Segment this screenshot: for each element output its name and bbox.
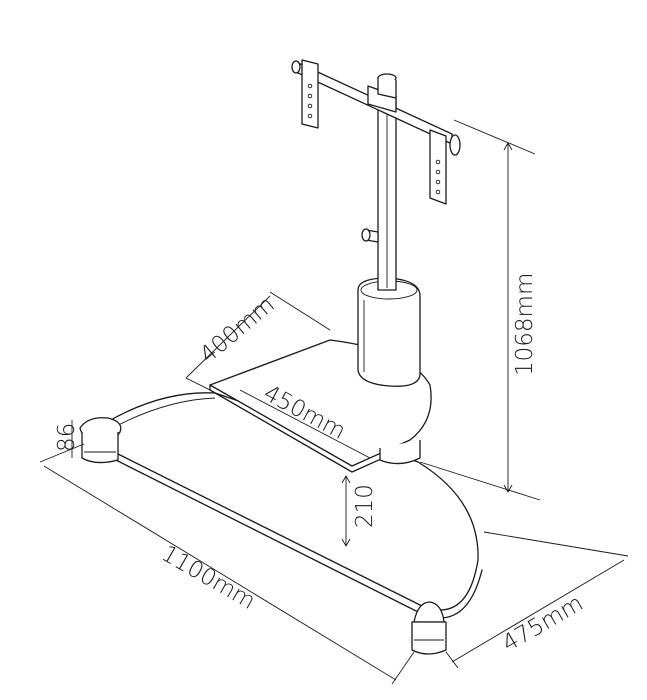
dim-210: 210 [352,484,378,528]
dim-86: 86 [54,423,80,452]
left-foot [79,417,122,464]
dim-400mm: 400mm [195,292,280,369]
dim-1100mm: 1100mm [157,541,259,615]
dim-1068mm: 1068mm [512,273,538,376]
dim-475mm: 475mm [498,590,588,657]
dimension-lines [39,119,629,685]
top-bracket [291,59,461,205]
column-housing [357,277,421,387]
right-foot [411,601,447,655]
pole [361,99,397,291]
